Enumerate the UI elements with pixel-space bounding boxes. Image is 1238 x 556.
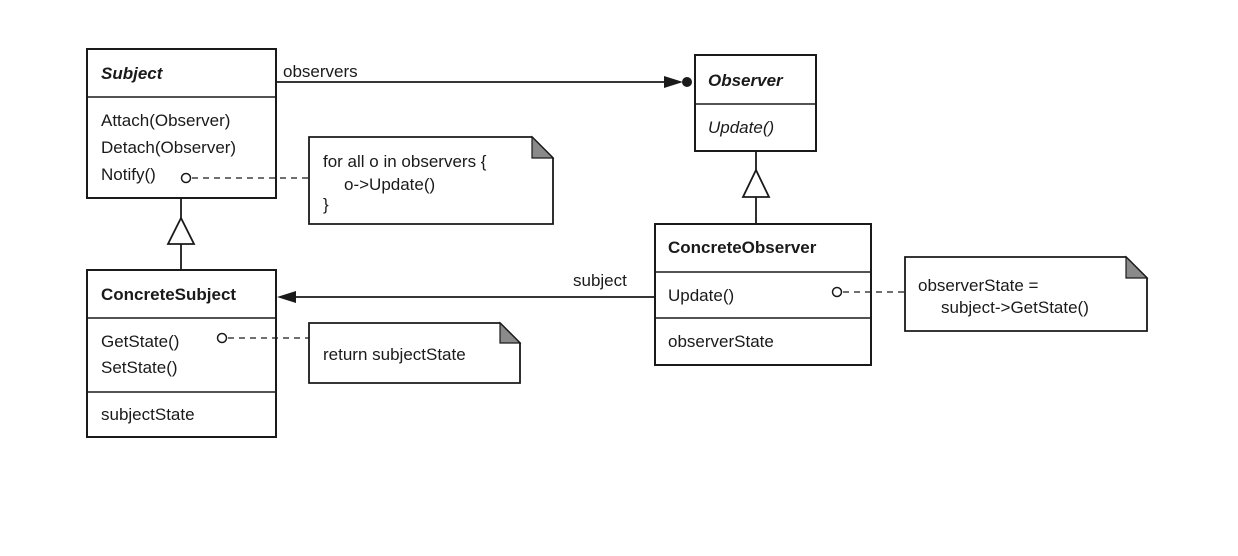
note-anchor-circle-icon	[180, 172, 192, 184]
note-folded-corner-icon	[499, 321, 522, 344]
note-box	[904, 256, 1148, 332]
concrete-observer-op-update: Update()	[668, 286, 734, 305]
concrete-observer-class-name: ConcreteObserver	[668, 238, 817, 257]
note-update-line-1: observerState =	[918, 276, 1039, 295]
generalization-subject	[166, 198, 196, 270]
note-box	[308, 322, 521, 384]
concrete-subject-box	[86, 269, 277, 438]
observer-op-update: Update()	[708, 118, 774, 137]
association-subject: subject	[277, 271, 655, 303]
note-notify: for all o in observers { o->Update() }	[180, 135, 555, 225]
concrete-subject-attr-subjectstate: subjectState	[101, 405, 195, 424]
multiplicity-dot-icon	[682, 77, 692, 87]
subject-op-detach: Detach(Observer)	[101, 138, 236, 157]
arrowhead-icon	[664, 76, 683, 88]
note-notify-line-3: }	[323, 195, 329, 214]
note-anchor-circle-icon	[216, 332, 228, 344]
note-anchor-circle-icon	[831, 286, 843, 298]
concrete-subject-op-setstate: SetState()	[101, 358, 178, 377]
arrowhead-icon	[277, 291, 296, 303]
generalization-triangle-icon	[166, 215, 196, 245]
observers-role-label: observers	[283, 62, 358, 81]
subject-class-name: Subject	[101, 64, 164, 83]
generalization-observer	[741, 151, 771, 224]
subject-op-notify: Notify()	[101, 165, 156, 184]
note-update: observerState = subject->GetState()	[831, 255, 1149, 332]
subject-op-attach: Attach(Observer)	[101, 111, 230, 130]
subject-box	[86, 48, 277, 199]
note-box	[308, 136, 554, 225]
note-notify-line-2: o->Update()	[344, 175, 435, 194]
concrete-subject-op-getstate: GetState()	[101, 332, 179, 351]
subject-role-label: subject	[573, 271, 627, 290]
note-getstate: return subjectState	[216, 321, 522, 384]
generalization-triangle-icon	[741, 167, 771, 198]
note-update-line-2: subject->GetState()	[941, 298, 1089, 317]
concrete-observer-attr-observerstate: observerState	[668, 332, 774, 351]
note-folded-corner-icon	[1125, 255, 1149, 279]
concrete-subject-class-name: ConcreteSubject	[101, 285, 236, 304]
class-concrete-subject: ConcreteSubject GetState() SetState() su…	[86, 269, 277, 438]
class-subject: Subject Attach(Observer) Detach(Observer…	[86, 48, 277, 199]
note-notify-line-1: for all o in observers {	[323, 152, 487, 171]
observer-class-name: Observer	[708, 71, 784, 90]
note-folded-corner-icon	[531, 135, 555, 159]
association-observers: observers	[276, 62, 692, 88]
note-getstate-line-1: return subjectState	[323, 345, 466, 364]
class-observer: Observer Update()	[694, 54, 817, 152]
